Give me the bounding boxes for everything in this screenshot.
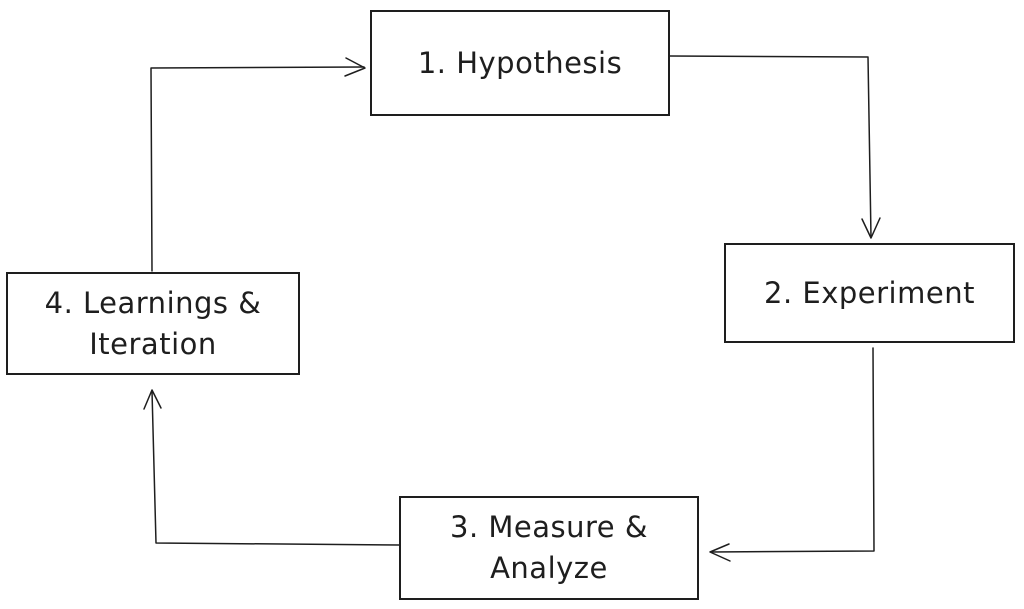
node-experiment-label: 2. Experiment [764,275,975,310]
arrow-experiment-to-measure [709,347,875,562]
arrow-measure-to-learnings [143,389,400,546]
node-measure-analyze: 3. Measure & Analyze [399,496,699,600]
arrow-hypothesis-to-experiment [669,55,881,239]
arrow-learnings-to-hypothesis [150,57,366,272]
node-hypothesis: 1. Hypothesis [370,10,670,116]
node-hypothesis-label: 1. Hypothesis [417,45,623,80]
node-learnings-iteration-label: 4. Learnings & Iteration [44,285,262,361]
node-experiment: 2. Experiment [724,243,1015,343]
node-measure-analyze-label: 3. Measure & Analyze [450,510,648,585]
node-learnings-iteration: 4. Learnings & Iteration [6,272,300,375]
